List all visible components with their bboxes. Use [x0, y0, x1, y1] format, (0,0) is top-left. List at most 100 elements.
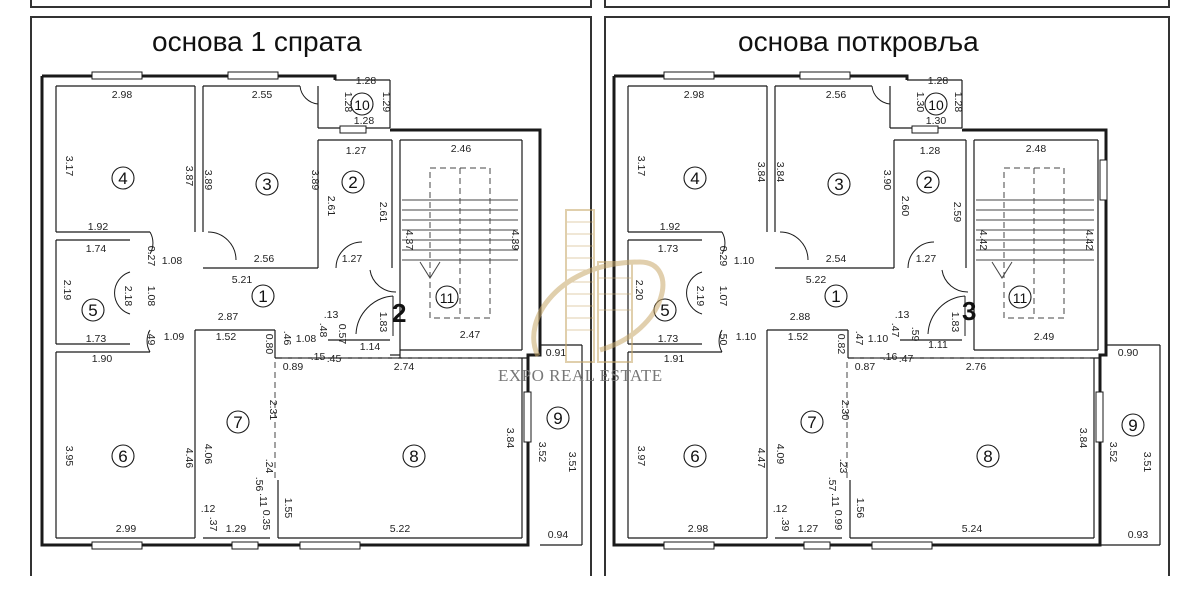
dim-label: 1.73: [658, 243, 679, 255]
room-num-4: 4: [690, 169, 699, 188]
dim-label: 2.98: [684, 89, 705, 101]
dim-label: .47: [853, 331, 865, 346]
dim-label: 1.27: [346, 145, 367, 157]
dim-label: 1.55: [282, 498, 294, 519]
dim-label: 2.98: [112, 89, 133, 101]
dim-label: 0.57: [336, 324, 348, 345]
dim-label: 1.08: [296, 333, 317, 345]
plan-right-wall-outline: [612, 76, 1108, 547]
dim-label: .46: [281, 331, 293, 346]
room-num-11: 11: [440, 290, 455, 306]
room-num-5: 5: [88, 301, 97, 320]
room-num-5: 5: [660, 301, 669, 320]
panel-frame-right-main: [604, 16, 1170, 576]
dim-label: 1.83: [949, 312, 961, 333]
dim-label: 1.30: [926, 115, 947, 127]
dim-label: 4.42: [1083, 230, 1095, 251]
dim-label: 3.90: [881, 170, 893, 191]
room-num-7: 7: [233, 413, 242, 432]
dim-label: 3.84: [755, 162, 767, 183]
dim-label: 2.20: [633, 280, 645, 301]
dim-label: 1.28: [920, 145, 941, 157]
dim-label: 2.47: [460, 329, 481, 341]
dim-label: 1.07: [717, 286, 729, 307]
panel-frame-right: [604, 0, 1170, 8]
watermark-logo: [531, 209, 666, 363]
dim-label: .47: [899, 353, 914, 365]
plan-right-walls: [614, 74, 909, 80]
room-num-1: 1: [831, 287, 840, 306]
plan-right-room-labels: 4 3 10 2 11 5 1 6 7 8 9: [653, 92, 1145, 468]
room-num-3: 3: [262, 175, 271, 194]
dim-label: 5.22: [806, 274, 827, 286]
dim-label: .59: [909, 327, 921, 342]
dim-label: 4.46: [183, 448, 195, 469]
room-num-6: 6: [118, 447, 127, 466]
plan-right-dimensions: 2.98 3.17 3.84 2.56 3.84 3.90 1.28 1.30 …: [633, 75, 1153, 541]
dim-label: 4.09: [774, 444, 786, 465]
dim-label: 3.52: [1107, 442, 1119, 463]
plan-right-partitions: [627, 79, 1161, 546]
dim-label: 1.28: [952, 92, 964, 113]
plan-left-windows: [91, 71, 532, 550]
dim-label: 2.59: [951, 202, 963, 223]
dim-label: 1.29: [226, 523, 247, 535]
dim-label: 0.90: [1118, 347, 1139, 359]
dim-label: 2.60: [899, 196, 911, 217]
dim-label: 1.10: [868, 333, 889, 345]
room-num-9: 9: [553, 409, 562, 428]
plan-left: 4 3 10 2 11 5 1 6 7 8 9: [40, 71, 583, 550]
dim-label: .48: [317, 323, 329, 338]
plan-right-windows: [663, 71, 1108, 550]
dim-label: 3.52: [536, 442, 548, 463]
dim-label: 1.27: [342, 253, 363, 265]
dim-label: 5.24: [962, 523, 983, 535]
dim-label: 1.29: [380, 92, 392, 113]
dim-label: 3.51: [566, 452, 578, 473]
panel-frame-left: [30, 0, 592, 8]
room-num-10: 10: [928, 97, 944, 113]
room-num-6: 6: [690, 447, 699, 466]
dim-label: 0.91: [546, 347, 567, 359]
dim-label: 4.37: [403, 230, 415, 251]
dim-label: 2.87: [218, 311, 239, 323]
dim-label: .23: [837, 459, 849, 474]
dim-label: 3.95: [63, 446, 75, 467]
dim-label: 1.92: [88, 221, 109, 233]
dim-label: 2.18: [122, 286, 134, 307]
dim-label: 0.80: [263, 334, 275, 355]
dim-label: 5.21: [232, 274, 253, 286]
floor-marker: 2: [392, 298, 406, 328]
dim-label: 3.17: [63, 156, 75, 177]
dim-label: 2.56: [826, 89, 847, 101]
dim-label: 2.46: [451, 143, 472, 155]
dim-label: 1.83: [377, 312, 389, 333]
dim-label: 4.39: [509, 230, 521, 251]
dim-label: .47: [889, 323, 901, 338]
plan-left-room-labels: 4 3 10 2 11 5 1 6 7 8 9: [81, 92, 570, 468]
dim-label: 2.19: [694, 286, 706, 307]
room-num-2: 2: [348, 173, 357, 192]
plan-left-dashed-lines: [274, 357, 522, 480]
dim-label: 0.93: [1128, 529, 1149, 541]
dim-label: 0.89: [283, 361, 304, 373]
dim-label: 1.08: [162, 255, 183, 267]
panel-title-left: основа 1 спрата: [152, 26, 362, 57]
dim-label: 2.61: [325, 196, 337, 217]
panel-frame-left-main: [30, 16, 592, 576]
dim-label: 1.11: [928, 339, 948, 351]
dim-label: .57: [826, 477, 838, 492]
room-num-1: 1: [258, 287, 267, 306]
dim-label: 1.92: [660, 221, 681, 233]
dim-label: 1.28: [356, 75, 377, 87]
dim-label: 0.94: [548, 529, 569, 541]
dim-label: .13: [895, 309, 910, 321]
dim-label: .45: [327, 353, 342, 365]
panel-title-right: основа поткровља: [738, 26, 979, 57]
dim-label: 0.99: [832, 510, 844, 531]
dim-label: .37: [207, 517, 219, 532]
dim-label: 2.48: [1026, 143, 1047, 155]
dim-label: 1.10: [734, 255, 755, 267]
plan-right-dashed-lines: [846, 357, 1094, 480]
dim-label: 1.73: [658, 333, 679, 345]
